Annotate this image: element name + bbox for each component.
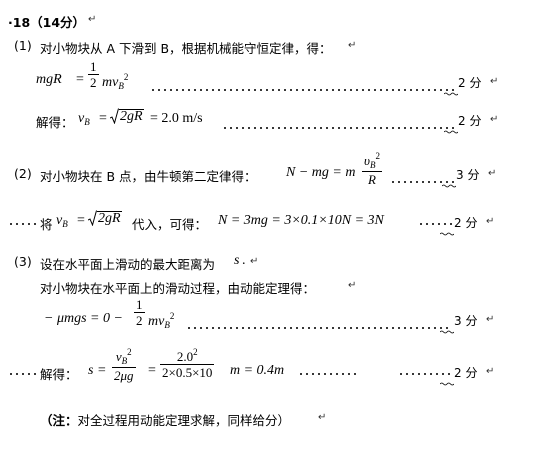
eq-lhs: mgR	[36, 72, 62, 87]
sub-result: N = 3mg = 3×0.1×10N = 3N	[218, 213, 384, 228]
squiggle-mark	[440, 382, 454, 386]
score: 2 分	[458, 114, 482, 128]
radical-icon	[88, 210, 97, 226]
return-mark: ↵	[318, 412, 327, 423]
return-mark: ↵	[490, 114, 499, 125]
part3-label: (3)	[14, 254, 32, 269]
note: （注：对全过程用动能定理求解，同样给分）	[40, 413, 291, 428]
part1-intro-text: 对小物块从 A 下滑到 B，根据机械能守恒定律，得：	[40, 41, 332, 56]
question-number: 18	[12, 15, 31, 30]
leader-dots	[8, 373, 36, 375]
squiggle-mark	[440, 330, 454, 334]
squiggle-mark	[442, 184, 456, 188]
score: 3 分	[456, 168, 480, 182]
return-mark: ↵	[488, 168, 497, 179]
leader-dots	[298, 373, 358, 375]
return-mark: ↵	[486, 314, 495, 325]
part3-line2: 对小物块在水平面上的滑动过程，由动能定理得： ↵	[40, 280, 357, 296]
leader-dots	[186, 327, 452, 329]
note-line: （注：对全过程用动能定理求解，同样给分） ↵	[0, 398, 537, 438]
squiggle-mark	[444, 130, 458, 134]
return-mark: ↵	[486, 366, 495, 377]
leader-dots	[150, 89, 456, 91]
sqrt-2gR: 2gR	[88, 210, 122, 226]
return-mark: ↵	[348, 40, 357, 51]
squiggle-mark	[440, 232, 454, 236]
solve-label: 解得：	[40, 367, 78, 382]
leader-dots	[222, 127, 456, 129]
radical-icon	[110, 108, 119, 124]
part2-intro-text: 对小物块在 B 点，由牛顿第二定律得：	[40, 169, 257, 184]
score: 2 分	[454, 216, 478, 230]
return-mark: ↵	[490, 76, 499, 87]
leader-dots	[8, 223, 36, 225]
part2-label: (2)	[14, 166, 32, 181]
score: 2 分	[454, 366, 478, 380]
question-points: （14分）	[30, 15, 86, 30]
return-mark: ↵	[250, 256, 259, 267]
solve-result: m = 0.4m	[230, 363, 285, 378]
return-mark: ↵	[486, 216, 495, 227]
part1-solve: 解得： vB = 2gR = 2.0 m/s 2 分 ↵	[0, 100, 537, 140]
score: 3 分	[454, 314, 478, 328]
eq-lhs: N − mg = m	[286, 165, 356, 180]
score: 2 分	[458, 76, 482, 90]
part3-intro: (3) 设在水平面上滑动的最大距离为 s . ↵	[14, 253, 259, 272]
part2-line2: 将 vB = 2gR 代入，可得： N = 3mg = 3×0.1×10N = …	[0, 202, 537, 242]
part3-intro-text: 设在水平面上滑动的最大距离为	[40, 257, 216, 272]
return-mark: ↵	[348, 280, 357, 291]
leader-dots	[398, 373, 452, 375]
return-mark: ↵	[88, 14, 97, 25]
leader-dots	[390, 181, 454, 183]
part1-label: (1)	[14, 38, 32, 53]
solve-label: 解得：	[36, 115, 74, 130]
solve-result: = 2.0 m/s	[150, 111, 203, 126]
question-header: ·18（14分） ↵	[8, 14, 97, 30]
squiggle-mark	[444, 92, 458, 96]
eq-lhs: − μmgs = 0 −	[44, 311, 123, 326]
part1-intro: (1) 对小物块从 A 下滑到 B，根据机械能守恒定律，得： ↵	[0, 26, 537, 66]
sqrt-2gR: 2gR	[110, 108, 144, 124]
leader-dots	[418, 223, 452, 225]
